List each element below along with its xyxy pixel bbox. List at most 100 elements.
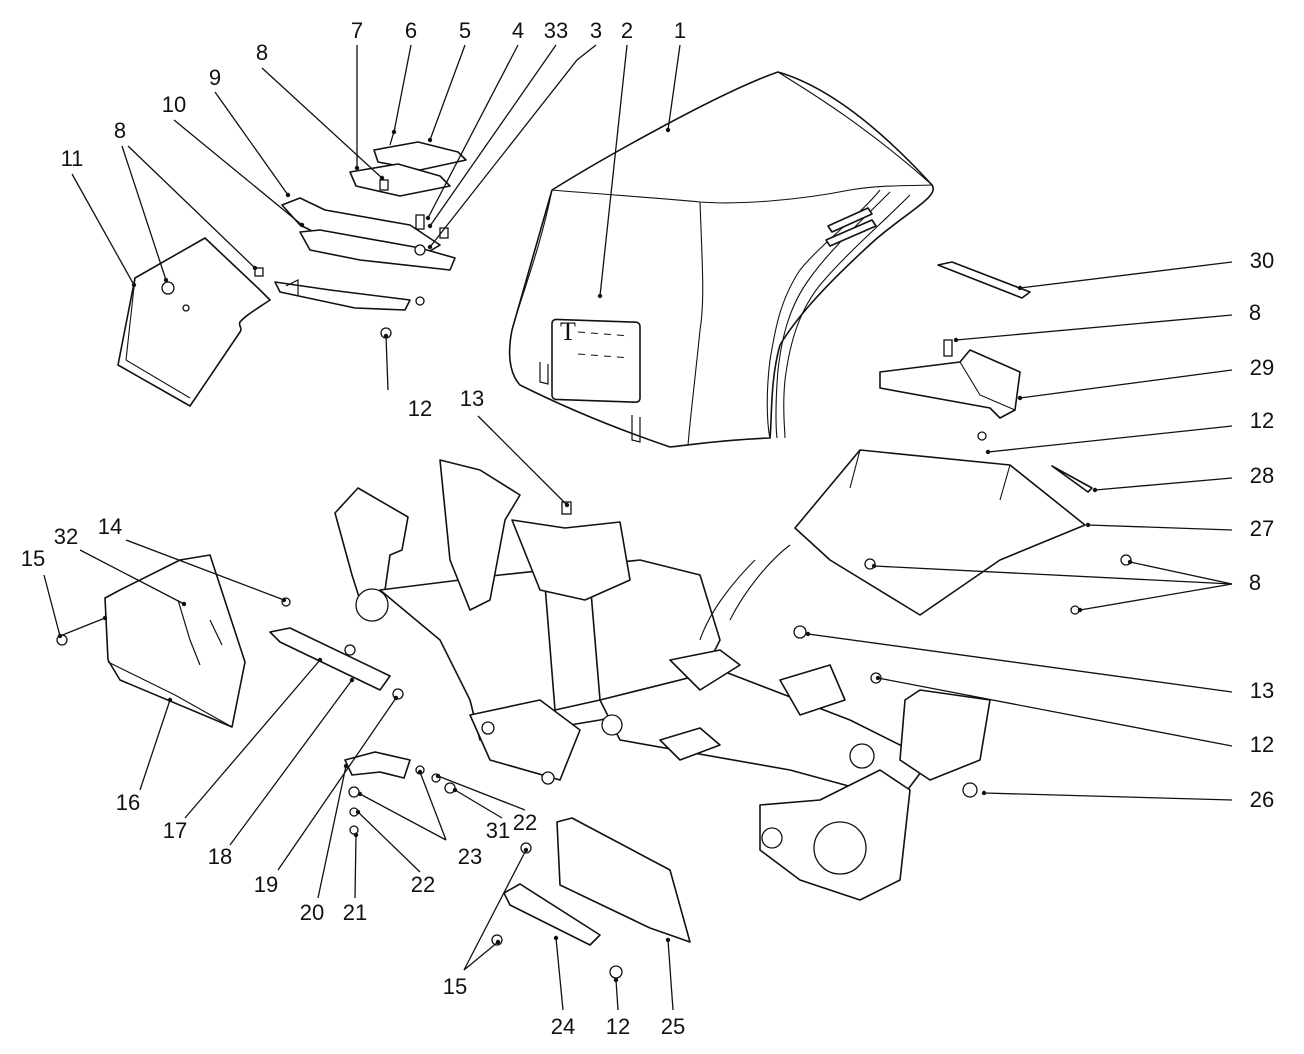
leader-line-19: [277, 697, 397, 871]
callout-label-31: 31: [486, 818, 510, 843]
callout-label-12: 12: [1250, 408, 1274, 433]
leader-line-11: [71, 173, 135, 286]
leader-line-2: [599, 44, 628, 297]
leader-dot-5: [427, 137, 433, 143]
callout-label-32: 32: [54, 524, 78, 549]
leader-line-12: [987, 425, 1233, 453]
leader-line-8: [261, 67, 383, 179]
callout-label-9: 9: [209, 65, 221, 90]
leader-dot-21: [353, 832, 359, 838]
leader-dot-16: [167, 697, 173, 703]
leader-dot-23: [357, 791, 363, 797]
leader-dot-18: [349, 677, 355, 683]
callout-label-3: 3: [590, 18, 602, 43]
callout-label-8: 8: [256, 40, 268, 65]
leader-dot-33: [427, 223, 433, 229]
callout-label-5: 5: [459, 18, 471, 43]
leader-line-22: [437, 775, 526, 811]
leader-dot-30: [1017, 285, 1023, 291]
leader-dot-10: [299, 222, 305, 228]
leader-line-9: [214, 91, 289, 196]
callout-label-4: 4: [512, 18, 524, 43]
leader-dot-15: [102, 615, 108, 621]
callout-labels: 1233345678910811123082912282781313122614…: [21, 18, 1274, 1039]
leader-dot-3: [427, 244, 433, 250]
leader-line-26: [983, 792, 1233, 801]
lower-left-parts: [56, 554, 456, 835]
leader-line-8: [127, 145, 256, 269]
leader-line-18: [229, 679, 353, 846]
leader-dot-12: [383, 333, 389, 339]
callout-label-24: 24: [551, 1014, 575, 1039]
leader-dot-12: [613, 977, 619, 983]
callout-label-8: 8: [1249, 300, 1261, 325]
leader-dot-26: [981, 790, 987, 796]
leader-dot-8: [953, 337, 959, 343]
callout-label-2: 2: [621, 18, 633, 43]
callout-label-11: 11: [61, 146, 84, 171]
leader-line-15: [463, 941, 499, 971]
leader-dot-22: [435, 773, 441, 779]
leader-line-12: [385, 335, 389, 391]
leader-dot-11: [131, 282, 137, 288]
leader-dot-7: [354, 165, 360, 171]
leader-dot-20: [343, 763, 349, 769]
right-side-parts: [794, 261, 1132, 616]
callout-label-13: 13: [460, 386, 484, 411]
callout-label-25: 25: [661, 1014, 685, 1039]
leader-line-27: [1087, 524, 1233, 531]
leader-line-23: [359, 793, 447, 841]
leader-dot-8: [1127, 559, 1133, 565]
leader-line-30: [1019, 261, 1233, 289]
callout-label-12: 12: [606, 1014, 630, 1039]
callout-label-28: 28: [1250, 463, 1274, 488]
callout-label-7: 7: [351, 18, 363, 43]
callout-label-21: 21: [343, 900, 367, 925]
callout-label-29: 29: [1250, 355, 1274, 380]
leader-dot-23: [417, 769, 423, 775]
leader-dot-13: [805, 631, 811, 637]
callout-label-17: 17: [163, 818, 187, 843]
leader-line-15: [463, 849, 527, 971]
leader-line-21: [354, 834, 357, 899]
callout-label-19: 19: [254, 872, 278, 897]
callout-label-22: 22: [411, 872, 435, 897]
leader-line-10: [173, 119, 303, 226]
leader-line-1: [667, 44, 681, 131]
leader-dot-8: [379, 175, 385, 181]
leader-dot-13: [564, 502, 570, 508]
leader-line-12: [877, 677, 1233, 747]
callout-label-22: 22: [513, 810, 537, 835]
hood-part: T: [508, 71, 935, 448]
callout-label-12: 12: [408, 396, 432, 421]
leader-dot-29: [1017, 395, 1023, 401]
upper-bracket-parts: [161, 127, 467, 339]
leader-line-3: [429, 44, 597, 248]
leader-dot-8: [871, 563, 877, 569]
callout-label-30: 30: [1250, 248, 1274, 273]
leader-line-8: [1129, 561, 1233, 585]
callout-label-13: 13: [1250, 678, 1274, 703]
leader-dot-2: [597, 293, 603, 299]
leader-line-32: [79, 549, 185, 605]
leader-dot-17: [317, 657, 323, 663]
leader-line-12: [615, 979, 619, 1011]
leader-dot-25: [665, 937, 671, 943]
leader-dot-15: [495, 939, 501, 945]
callout-leaders: [43, 44, 1233, 1011]
callout-label-12: 12: [1250, 732, 1274, 757]
leader-dot-9: [285, 192, 291, 198]
leader-line-28: [1094, 477, 1233, 491]
callout-label-15: 15: [21, 546, 45, 571]
callout-label-16: 16: [116, 790, 140, 815]
callout-label-26: 26: [1250, 787, 1274, 812]
leader-dot-22: [355, 809, 361, 815]
callout-label-14: 14: [98, 514, 122, 539]
callout-label-20: 20: [300, 900, 324, 925]
leader-line-17: [184, 659, 321, 819]
lower-center-parts: [491, 817, 691, 979]
leader-dot-14: [281, 597, 287, 603]
leader-dot-28: [1092, 487, 1098, 493]
leader-line-20: [317, 765, 347, 899]
